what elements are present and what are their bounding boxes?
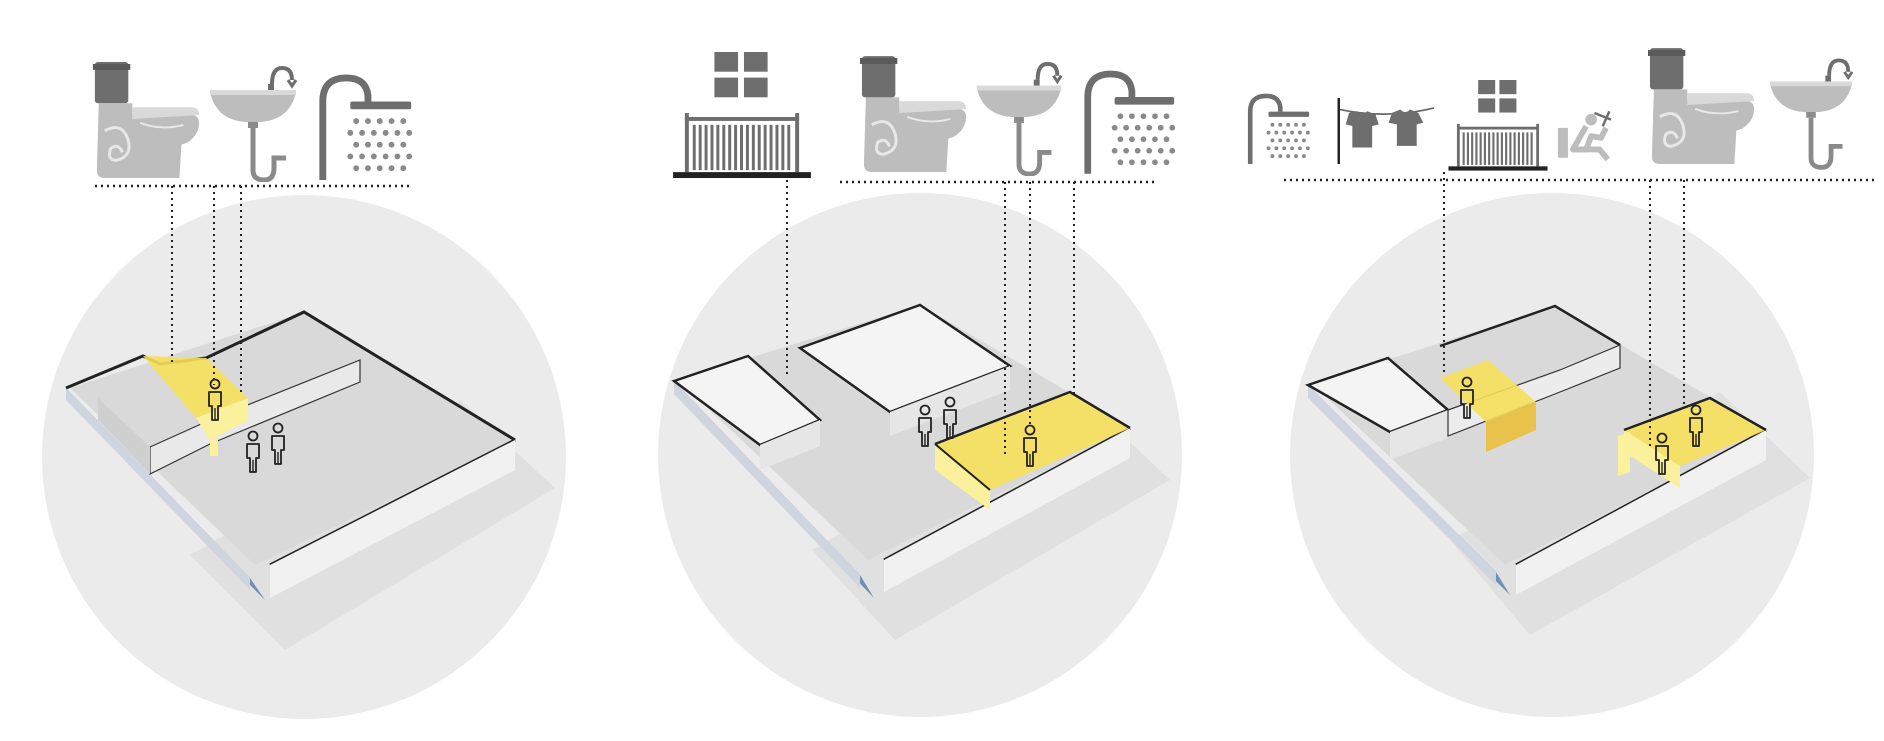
sink-icon — [977, 64, 1062, 174]
panel-2 — [658, 52, 1182, 717]
sink-icon — [1770, 60, 1852, 167]
window-bed-icon — [1448, 80, 1547, 171]
elderly-care-icon — [1558, 111, 1611, 159]
laundry-icon — [1338, 98, 1435, 164]
panel-3 — [1250, 48, 1876, 717]
toilet-icon — [93, 62, 199, 178]
shower-icon — [323, 78, 412, 180]
shower-icon — [1250, 96, 1310, 164]
sink-icon — [210, 68, 296, 180]
shower-icon — [1088, 74, 1175, 174]
window-bed-icon — [673, 52, 811, 178]
panel-1 — [42, 62, 566, 719]
toilet-icon — [1648, 48, 1754, 164]
toilet-icon — [860, 56, 966, 172]
